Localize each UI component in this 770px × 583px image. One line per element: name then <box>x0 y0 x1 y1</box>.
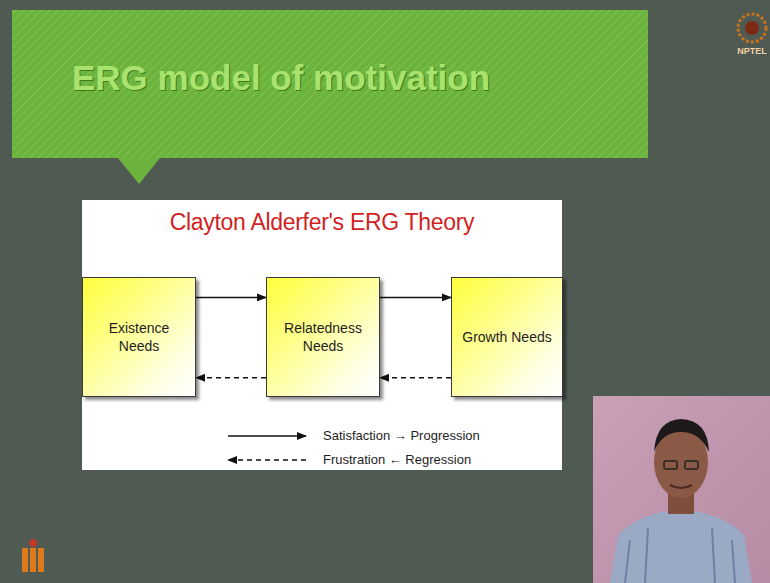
title-banner <box>12 10 648 158</box>
logo-text: NPTEL <box>737 46 767 56</box>
legend-text: Satisfaction → Progression <box>323 428 480 443</box>
box-label: Growth Needs <box>456 324 557 350</box>
legend-text: Frustration ← Regression <box>323 452 471 467</box>
box-label: Relatedness Needs <box>267 315 379 359</box>
figure-panel <box>82 200 562 470</box>
box-text-group: Existence Needs <box>83 315 195 359</box>
box-text-group: Relatedness Needs <box>267 315 379 359</box>
banner-pointer <box>118 158 160 184</box>
progression-arrow <box>380 297 451 299</box>
progression-arrow <box>196 297 266 299</box>
regression-arrow <box>380 377 451 379</box>
need-box: Existence Needs <box>82 277 196 397</box>
legend-dashed-arrow <box>228 459 306 461</box>
need-box: Relatedness Needs <box>266 277 380 397</box>
institute-logo <box>22 539 44 572</box>
figure-title: Clayton Alderfer's ERG Theory <box>170 209 475 236</box>
nptel-logo <box>738 14 766 42</box>
box-text-group: Growth Needs <box>456 324 557 350</box>
presenter-video <box>593 396 770 583</box>
slide-title: ERG model of motivation <box>72 58 490 98</box>
legend-solid-arrow <box>228 435 306 437</box>
need-box: Growth Needs <box>451 277 563 397</box>
regression-arrow <box>196 377 266 379</box>
box-label: Existence Needs <box>83 315 195 359</box>
